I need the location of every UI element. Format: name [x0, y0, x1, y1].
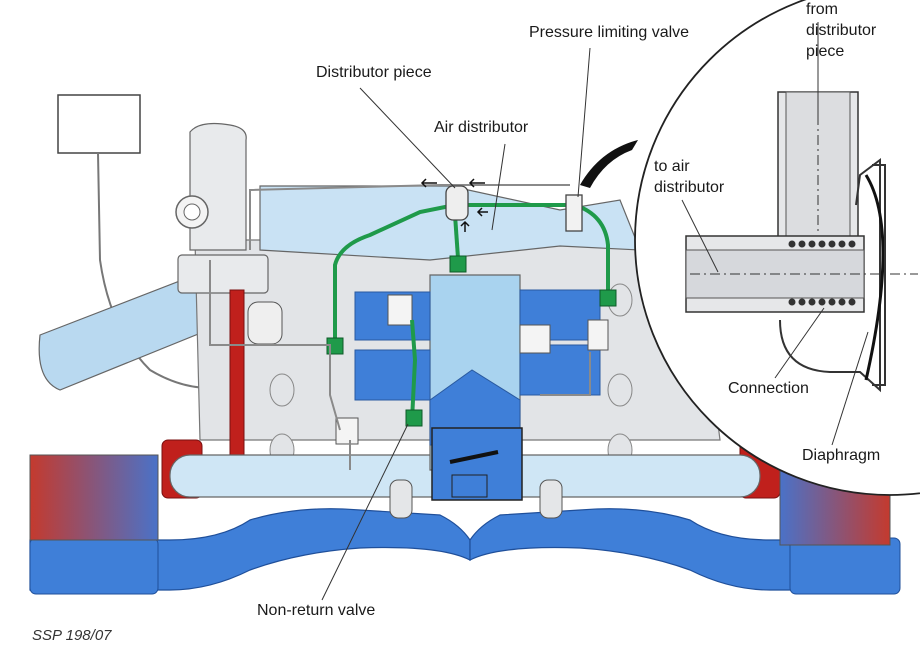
flow-arrow: [468, 178, 485, 188]
flow-arrow: [460, 220, 470, 232]
label-from-distributor-piece-line3: piece: [806, 43, 845, 60]
pressure-lines: [209, 184, 591, 470]
duct-flange-left: [29, 537, 159, 595]
red-hose-left: [229, 289, 245, 456]
label-to-air-distributor-line1: to air: [654, 158, 690, 175]
green-connector: [449, 255, 467, 273]
radiator-left: [29, 454, 159, 541]
valve-diaphragm-cover: [872, 164, 886, 386]
label-distributor-piece: Distributor piece: [316, 64, 432, 81]
intake-runner-right-2: [519, 344, 601, 396]
figure-reference: SSP 198/07: [32, 627, 112, 644]
manifold-collector: [429, 369, 521, 446]
label-from-distributor-piece-line1: from: [806, 1, 838, 18]
throttle-base: [451, 474, 488, 498]
check-valve-d: [335, 417, 359, 445]
flow-arrow: [476, 207, 488, 217]
label-non-return-valve: Non-return valve: [257, 602, 376, 619]
label-pressure-limiting-valve: Pressure limiting valve: [529, 24, 690, 41]
pressure-valve-cross-section: [685, 91, 918, 393]
valve-port-inner: [183, 203, 201, 221]
vacuum-unit: [177, 254, 269, 294]
magnifier-pointer: [580, 140, 638, 188]
pressure-limiting-valve: [565, 194, 583, 232]
secondary-air-valve: [189, 122, 247, 251]
green-connector: [599, 289, 617, 307]
throttle-plate: [449, 450, 499, 464]
label-connection: Connection: [728, 380, 809, 397]
intake-runner-left-2: [354, 349, 431, 401]
injector-right: [539, 479, 563, 519]
valve-spring: [788, 240, 856, 306]
duct-flange-right: [789, 537, 901, 595]
engine-hole: [607, 373, 633, 407]
valve-housing: [779, 158, 881, 393]
distributor-piece: [445, 185, 469, 221]
green-connector: [405, 409, 423, 427]
label-air-distributor: Air distributor: [434, 119, 529, 136]
check-valve-b: [519, 324, 551, 354]
vacuum-canister: [247, 301, 283, 345]
lower-duct-right: [469, 508, 891, 591]
label-diaphragm: Diaphragm: [802, 447, 881, 464]
flow-arrow: [420, 178, 437, 188]
label-from-distributor-piece-line2: distributor: [806, 22, 877, 39]
valve-diaphragm: [864, 174, 885, 381]
check-valve-a: [387, 294, 413, 326]
check-valve-c: [587, 319, 609, 351]
engine-hole: [269, 373, 295, 407]
control-unit-box: [57, 94, 141, 154]
injector-left: [389, 479, 413, 519]
label-to-air-distributor-line2: distributor: [654, 179, 725, 196]
label-leaders: [321, 22, 869, 601]
